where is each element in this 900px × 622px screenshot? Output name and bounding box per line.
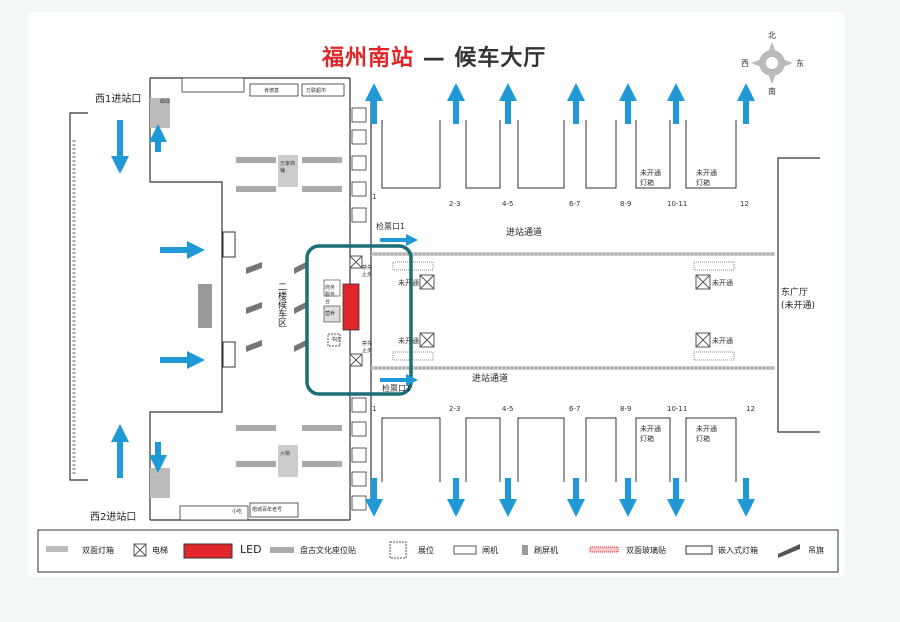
map-title: 福州南站 — 候车大厅 bbox=[322, 40, 546, 72]
legend-box bbox=[37, 529, 839, 573]
unopened-label-3: 未开通 bbox=[712, 279, 733, 287]
booth-icon bbox=[389, 541, 407, 559]
title-hall: 候车大厅 bbox=[454, 46, 547, 71]
legend-gate-machine: 闸机 bbox=[482, 546, 498, 555]
unopened-label-2: 未开通 bbox=[398, 337, 419, 345]
unopened-label-1: 未开通 bbox=[398, 279, 419, 287]
gate-top-10-11: 10-11 bbox=[667, 200, 688, 208]
legend-antique-seat: 盘古文化座位贴 bbox=[300, 546, 356, 555]
legend-led: LED bbox=[240, 543, 262, 556]
entrance-west2: 西2进站口 bbox=[90, 512, 137, 523]
legend-booth: 展位 bbox=[418, 546, 434, 555]
kfc-label: 肯德基 bbox=[264, 88, 280, 94]
unopened-lightbox-1: 未开通灯箱 bbox=[640, 169, 661, 187]
gate-top-2-3: 2-3 bbox=[449, 200, 461, 208]
shop-label: 小吃 bbox=[232, 509, 243, 515]
gate-top-12: 12 bbox=[740, 200, 749, 208]
gate-bottom-10-11: 10-11 bbox=[667, 405, 688, 413]
banners bbox=[246, 262, 306, 352]
banner-icon bbox=[778, 544, 800, 558]
elevators bbox=[349, 255, 711, 367]
double-light-box-icon bbox=[46, 546, 68, 552]
gate-bottom-8-9: 8-9 bbox=[620, 405, 632, 413]
title-dash: — bbox=[422, 46, 446, 71]
nutrition-label: 营养 bbox=[325, 311, 336, 317]
legend-ticket-machine: 刷屏机 bbox=[534, 546, 558, 555]
compass-east: 东 bbox=[796, 59, 804, 68]
gate-bottom-4-5: 4-5 bbox=[502, 405, 514, 413]
legend-elevator: 电梯 bbox=[152, 546, 168, 555]
gate-top-8-9: 8-9 bbox=[620, 200, 632, 208]
gate-bottom-6-7: 6-7 bbox=[569, 405, 581, 413]
legend-double-light-box: 双面灯箱 bbox=[82, 546, 114, 555]
bookstore-label: 书店 bbox=[331, 337, 342, 343]
compass-north: 北 bbox=[768, 31, 776, 40]
escalators bbox=[392, 261, 735, 361]
gate-bottom-2-3: 2-3 bbox=[449, 405, 461, 413]
hotpot-label: 火锅 bbox=[280, 451, 291, 457]
led-icon bbox=[183, 543, 233, 559]
gates-top bbox=[381, 120, 737, 189]
service-desk-box bbox=[323, 279, 341, 297]
unopened-lightbox-3: 未开通灯箱 bbox=[640, 425, 661, 443]
elevator-icon bbox=[133, 543, 147, 557]
glass-sticker-icon bbox=[589, 546, 619, 553]
gate-machines-west bbox=[150, 98, 236, 498]
ticket-machine-icon bbox=[522, 545, 528, 555]
checkpoint-top: 检票口1 bbox=[376, 222, 406, 231]
gate-top-1: 1 bbox=[372, 193, 377, 201]
seat-rows bbox=[236, 155, 342, 477]
gate-bottom-1: 1 bbox=[372, 405, 377, 413]
zhanglong-label: 榕城百年老号 bbox=[252, 507, 283, 513]
no-entry-label-1: 禁先止步 bbox=[362, 265, 373, 278]
gate-bottom-12: 12 bbox=[746, 405, 755, 413]
east-hall-wall bbox=[777, 157, 820, 433]
legend-glass-sticker: 双面玻璃贴 bbox=[626, 546, 666, 555]
corridor-bottom-label: 进站通道 bbox=[472, 374, 509, 384]
no-entry-label-2: 禁先止步 bbox=[362, 341, 373, 354]
service-desk-label: 商务服务台 bbox=[325, 285, 336, 305]
gate-machine-icon bbox=[453, 545, 477, 555]
antique-seat-icon bbox=[270, 547, 294, 553]
unopened-lightbox-2: 未开通灯箱 bbox=[696, 169, 717, 187]
zone-second-floor: 二楼候车区 bbox=[276, 282, 286, 327]
east-hall-status: (未开通) bbox=[781, 301, 816, 311]
led-screen bbox=[342, 283, 360, 331]
wanjia-shop-label: 万家商铺 bbox=[280, 161, 296, 174]
post-label: 邮政 bbox=[160, 99, 171, 105]
flow-arrows bbox=[111, 83, 755, 517]
checkpoint-bottom: 检票口1 bbox=[382, 384, 412, 393]
legend-banner: 吊旗 bbox=[808, 546, 824, 555]
gate-top-4-5: 4-5 bbox=[502, 200, 514, 208]
compass-rose bbox=[751, 42, 793, 84]
column-panels bbox=[351, 107, 367, 511]
legend-embedded-light: 嵌入式灯箱 bbox=[718, 546, 758, 555]
gate-top-6-7: 6-7 bbox=[569, 200, 581, 208]
unopened-lightbox-4: 未开通灯箱 bbox=[696, 425, 717, 443]
east-hall-name: 东广厅 bbox=[781, 288, 809, 298]
top-shops bbox=[179, 77, 345, 521]
title-station: 福州南站 bbox=[322, 46, 415, 71]
entrance-west1: 西1进站口 bbox=[95, 94, 142, 105]
corridor-top-label: 进站通道 bbox=[506, 228, 543, 238]
corridors bbox=[371, 252, 775, 370]
compass-south: 南 bbox=[768, 87, 776, 96]
highlight-zone bbox=[305, 244, 413, 396]
nutrition-box bbox=[323, 305, 341, 323]
booth-box bbox=[327, 333, 341, 347]
unopened-label-4: 未开通 bbox=[712, 337, 733, 345]
compass-west: 西 bbox=[741, 59, 749, 68]
embedded-light-icon bbox=[685, 545, 713, 555]
gates-bottom bbox=[381, 417, 737, 482]
market-label: 万联超市 bbox=[306, 88, 327, 94]
